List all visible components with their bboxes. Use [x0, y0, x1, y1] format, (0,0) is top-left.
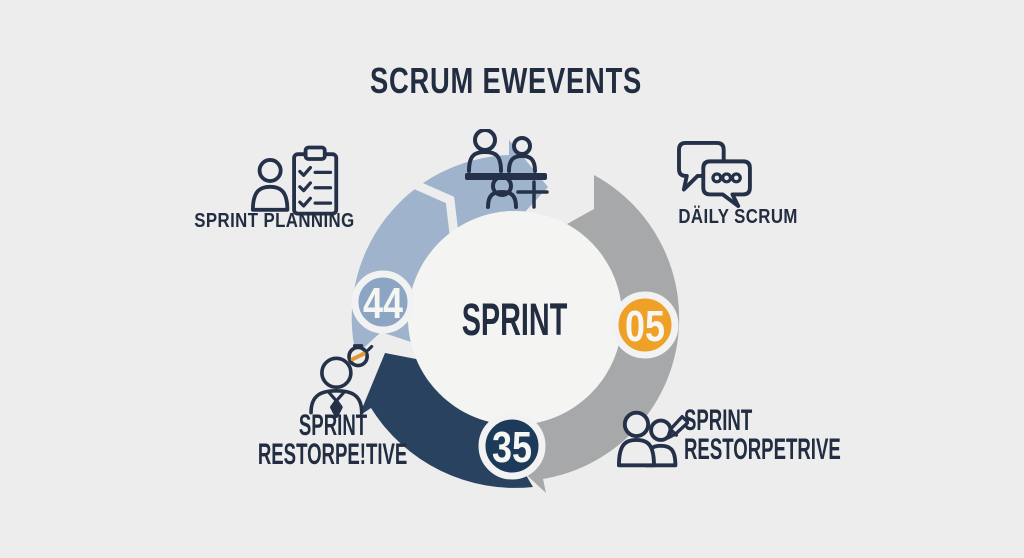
planning-arc-chevron-gap	[405, 176, 460, 243]
planning-badge: 44	[351, 270, 415, 334]
page-title: SCRUM EWEVENTS	[0, 63, 1012, 99]
retrospective-badge-value: 35	[492, 423, 532, 472]
event-label-sprint-retrospective-right: SPRINT RESTORPETRIVE	[684, 404, 841, 467]
daily-scrum-badge-circle	[611, 291, 679, 359]
sprint-center-label: SPRINT	[405, 297, 625, 342]
retrospective-badge: 35	[478, 412, 546, 480]
daily-scrum-badge-value: 05	[625, 302, 665, 351]
meeting-table-icon	[462, 129, 550, 211]
person-checklist-icon	[250, 144, 342, 220]
retrospective-badge-circle	[478, 412, 546, 480]
chat-bubbles-icon	[672, 140, 754, 208]
page-title-text: SCRUM EWEVENTS	[369, 60, 643, 101]
event-label-sprint-retrospective-left: SPRINT RESTORPE!TIVE	[258, 409, 408, 472]
planning-badge-circle	[351, 270, 415, 334]
sprint-center-text: SPRINT	[462, 294, 568, 345]
event-label-daily-scrum: DÄILY SCRUM	[678, 206, 798, 228]
event-label-sprint-planning: SPRINT PLANNING	[193, 210, 355, 232]
center-circle	[408, 211, 622, 425]
planning-badge-value: 44	[363, 279, 403, 328]
stopwatch-person-icon	[302, 342, 378, 418]
daily-scrum-badge: 05	[611, 291, 679, 359]
team-pencil-icon	[617, 408, 689, 470]
